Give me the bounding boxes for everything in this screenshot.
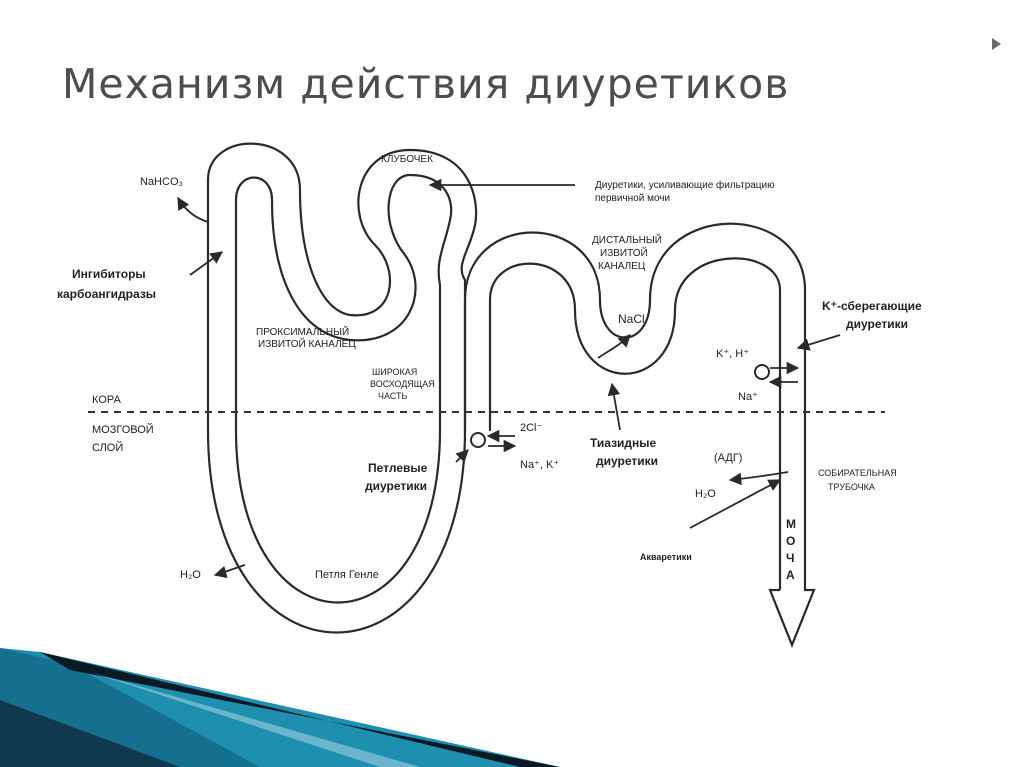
label-filtration-diuretics-2: первичной мочи [595,193,670,204]
label-ascending-2: ВОСХОДЯЩАЯ [370,379,435,389]
label-ascending-1: ШИРОКАЯ [372,367,417,377]
arrow-carbonic-inhibitors [189,251,224,276]
arrow-h2o-left [213,564,246,579]
label-loop-2: диуретики [365,479,427,493]
arrows [177,178,841,579]
label-urine-3: Ч [786,551,794,565]
arrow-thiazide [607,382,621,431]
label-urine-1: М [786,517,796,531]
label-filtration-diuretics-1: Диуретики, усиливающие фильтрацию [595,179,775,191]
label-h2o-left: H₂O [180,569,201,581]
label-aquaretics: Акваретики [640,552,692,562]
label-glomerulus: КЛУБОЧЕК [381,154,433,165]
label-henle-loop: Петля Генле [315,569,379,581]
label-k-sparing-1: K⁺-сберегающие [822,299,922,313]
diagram-labels: КЛУБОЧЕК Диуретики, усиливающие фильтрац… [57,154,922,582]
label-carbonic-inhibitors-1: Ингибиторы [72,267,146,281]
label-collecting-2: ТРУБОЧКА [828,482,875,492]
label-distal-1: ДИСТАЛЬНЫЙ [592,233,662,246]
label-na-k: Na⁺, K⁺ [520,459,559,471]
arrow-aquaretics [689,479,782,529]
label-na-plus: Na⁺ [738,391,758,403]
label-medulla-1: МОЗГОВОЙ [92,423,154,436]
label-urine-2: О [786,534,795,548]
label-urine-4: А [786,568,795,582]
label-thiazide-2: диуретики [596,454,658,468]
arrow-nacl [597,334,631,359]
arrow-k-sparing [796,334,841,351]
tubule-outer-wall [206,142,478,634]
label-proximal-1: ПРОКСИМАЛЬНЫЙ [256,325,349,338]
label-loop-1: Петлевые [368,461,428,475]
label-h2o-right: H₂O [695,488,716,500]
label-proximal-2: ИЗВИТОЙ КАНАЛЕЦ [258,337,356,350]
label-nacl: NaCl [618,312,645,326]
tubule-inner-wall [234,173,453,604]
label-thiazide-1: Тиазидные [590,436,657,450]
cotransporter-symbol-icon [470,432,486,448]
label-kh: K⁺, H⁺ [716,348,749,360]
slide-title: Механизм действия диуретиков [62,60,790,108]
label-ascending-3: ЧАСТЬ [378,391,408,401]
arrow-loop-diuretics [455,449,469,463]
arrow-h2o-right [728,471,789,486]
label-distal-2: ИЗВИТОЙ [600,246,648,259]
label-adh: (АДГ) [714,452,742,464]
label-cortex: КОРА [92,394,121,406]
label-nahco3: NaHCO₃ [140,176,183,188]
ascending-distal-inner [488,257,782,602]
bullet-arrow-icon [992,38,1001,50]
label-2cl: 2Cl⁻ [520,422,543,434]
arrow-nahco3 [177,196,209,223]
exchanger-symbol-icon [754,364,770,380]
label-collecting-1: СОБИРАТЕЛЬНАЯ [818,468,897,478]
label-k-sparing-2: диуретики [846,317,908,331]
urine-outflow-arrow-icon [768,588,816,648]
label-carbonic-inhibitors-2: карбоангидразы [57,287,156,301]
label-distal-3: КАНАЛЕЦ [598,261,646,272]
label-medulla-2: СЛОЙ [92,441,123,454]
